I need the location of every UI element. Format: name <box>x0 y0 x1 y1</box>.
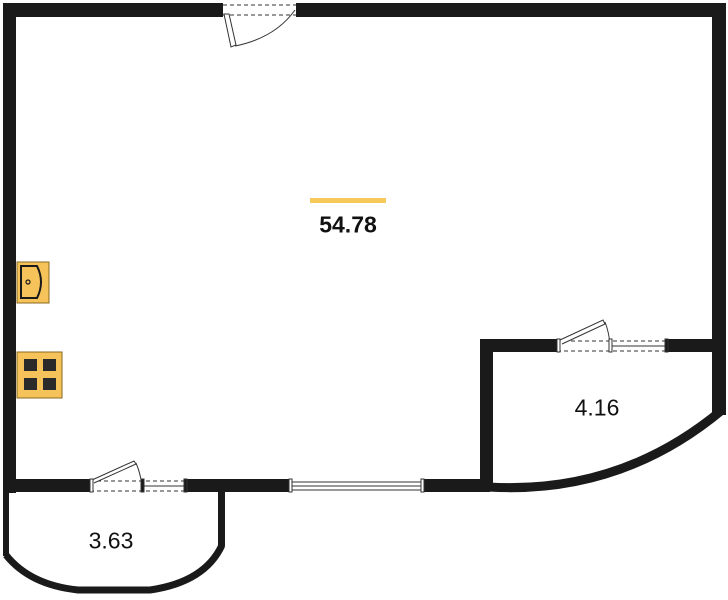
balcony-left-left-wall <box>3 490 9 556</box>
balcony-left-right-wall <box>218 490 225 546</box>
left-wall <box>3 3 16 493</box>
balcony-left-curved-wall <box>3 543 226 594</box>
stove-icon <box>16 351 63 399</box>
right-wall <box>712 3 726 415</box>
bottom-wall-1 <box>3 479 90 492</box>
main-room-area: 54.78 <box>319 211 377 238</box>
main-window <box>288 478 425 493</box>
top-wall-right <box>296 3 726 17</box>
bottom-wall-2 <box>187 479 289 492</box>
balcony-right-door <box>556 319 669 353</box>
area-accent-line <box>310 198 386 203</box>
balcony-right-area: 4.16 <box>574 394 620 421</box>
top-wall-left <box>3 3 223 17</box>
balcony-left-door <box>89 460 188 493</box>
balcony-right-curved-wall <box>487 406 725 493</box>
bottom-wall-3 <box>424 479 490 492</box>
entrance-door <box>223 4 296 48</box>
balcony-right-top-wall-2 <box>668 339 726 352</box>
sink-icon <box>16 261 50 304</box>
walls <box>3 3 726 556</box>
balcony-right-top-wall-1 <box>480 339 557 352</box>
balcony-right-left-wall <box>480 339 493 489</box>
balcony-left-area: 3.63 <box>88 527 134 554</box>
